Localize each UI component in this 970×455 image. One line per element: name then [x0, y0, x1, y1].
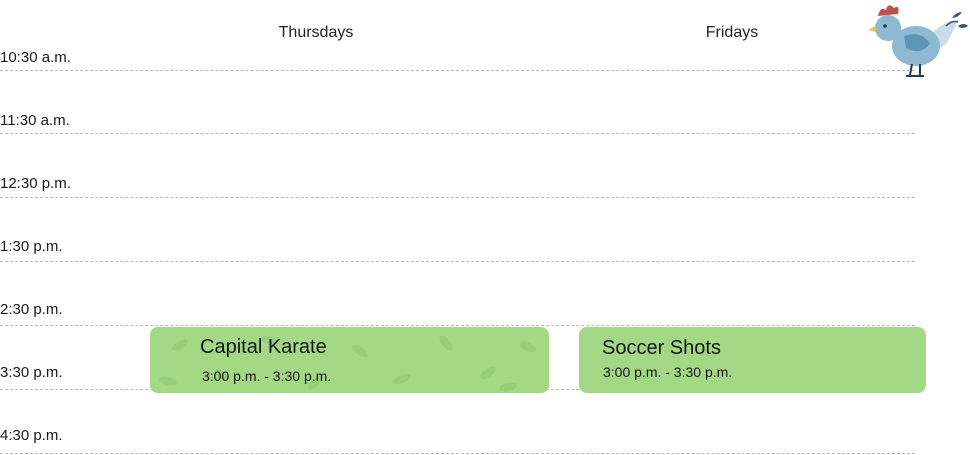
time-label: 3:30 p.m. [0, 364, 63, 381]
event-soccer-shots[interactable]: Soccer Shots 3:00 p.m. - 3:30 p.m. [579, 327, 926, 393]
day-header-thursdays: Thursdays [278, 24, 354, 41]
hour-line [0, 70, 915, 71]
event-title: Soccer Shots [602, 337, 721, 359]
time-label: 4:30 p.m. [0, 427, 63, 444]
hour-line [0, 453, 915, 454]
event-capital-karate[interactable]: Capital Karate 3:00 p.m. - 3:30 p.m. [150, 327, 549, 393]
event-time: 3:00 p.m. - 3:30 p.m. [202, 368, 332, 384]
hour-line [0, 197, 915, 198]
time-label: 2:30 p.m. [0, 301, 63, 318]
day-header-fridays: Fridays [705, 24, 759, 41]
hour-line [0, 261, 915, 262]
bird-mascot-icon [868, 5, 968, 77]
event-time: 3:00 p.m. - 3:30 p.m. [603, 364, 733, 380]
event-title: Capital Karate [200, 336, 327, 358]
hour-line [0, 133, 915, 134]
time-label: 10:30 a.m. [0, 49, 71, 66]
hour-line [0, 325, 915, 326]
time-label: 1:30 p.m. [0, 238, 63, 255]
time-label: 12:30 p.m. [0, 175, 71, 192]
time-label: 11:30 a.m. [0, 112, 70, 129]
